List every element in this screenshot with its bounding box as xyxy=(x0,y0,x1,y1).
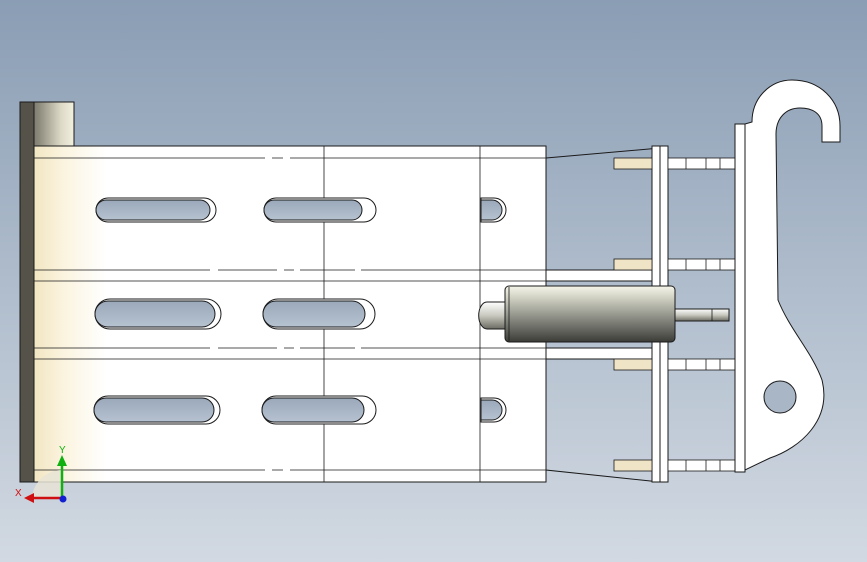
slot-row-3 xyxy=(93,395,507,425)
slot-row-1 xyxy=(95,197,507,223)
slot-holes xyxy=(93,197,507,425)
x-axis-arrowhead xyxy=(24,493,34,503)
slot-row-2 xyxy=(94,298,376,330)
spacer-row-4 xyxy=(613,459,737,472)
hook-bracket xyxy=(734,79,841,473)
y-axis-arrowhead xyxy=(57,455,67,466)
standoff-spacers xyxy=(613,157,737,472)
pneumatic-cylinder xyxy=(478,285,730,343)
z-axis-dot xyxy=(59,495,67,503)
coordinate-triad: Y X xyxy=(15,445,67,503)
spacer-row-1 xyxy=(613,157,737,170)
y-axis-label: Y xyxy=(59,445,66,456)
spacer-row-3 xyxy=(613,358,737,371)
spacer-row-2 xyxy=(613,258,737,271)
x-axis-label: X xyxy=(15,488,22,499)
